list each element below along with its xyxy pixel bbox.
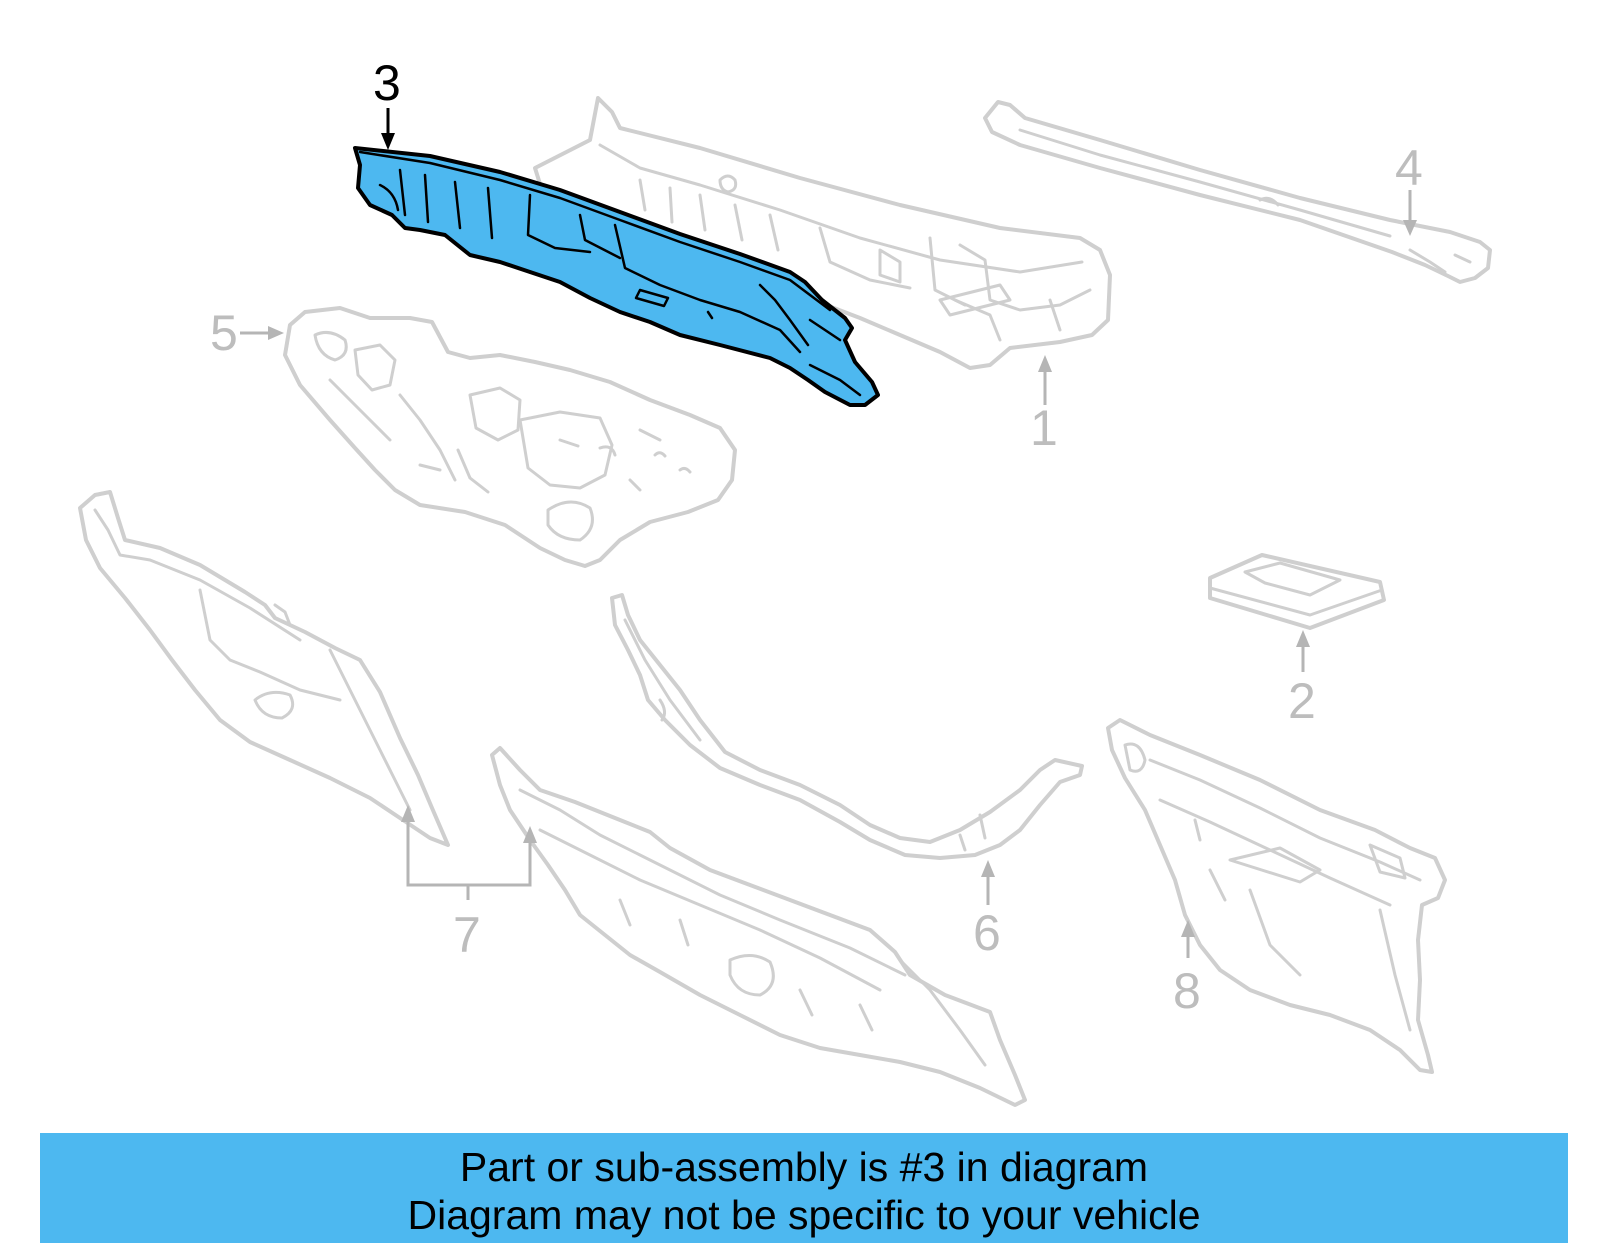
callout-6: 6 [973, 860, 1001, 961]
banner-line-part: Part or sub-assembly is #3 in diagram [459, 1144, 1149, 1190]
callout-number-6: 6 [973, 905, 1001, 961]
part-8-right-insulator [1106, 718, 1447, 1074]
callout-7: 7 [401, 805, 537, 963]
callout-number-1: 1 [1030, 400, 1058, 456]
callout-8: 8 [1173, 920, 1201, 1019]
part-3-cowl-top-panel [353, 146, 880, 407]
part-7-left-insulator [78, 490, 450, 847]
banner-line-disclaimer: Diagram may not be specific to your vehi… [407, 1192, 1201, 1238]
part-5-dash-panel [283, 306, 737, 568]
part-4-cowl-strip [983, 100, 1492, 284]
callout-number-5: 5 [210, 305, 238, 361]
callout-3: 3 [373, 55, 401, 150]
callout-number-4: 4 [1395, 140, 1423, 196]
callout-4: 4 [1395, 140, 1423, 236]
callout-number-2: 2 [1288, 673, 1316, 729]
info-banner: Part or sub-assembly is #3 in diagram Di… [40, 1133, 1568, 1243]
part-7-center-insulator [490, 746, 1027, 1107]
callout-5: 5 [210, 305, 284, 361]
callout-number-3: 3 [373, 55, 401, 111]
part-6-brace [610, 593, 1084, 860]
part-2-pad [1208, 553, 1386, 630]
callout-number-7: 7 [453, 907, 481, 963]
callout-2: 2 [1288, 630, 1316, 729]
callout-number-8: 8 [1173, 963, 1201, 1019]
callout-1: 1 [1030, 355, 1058, 456]
